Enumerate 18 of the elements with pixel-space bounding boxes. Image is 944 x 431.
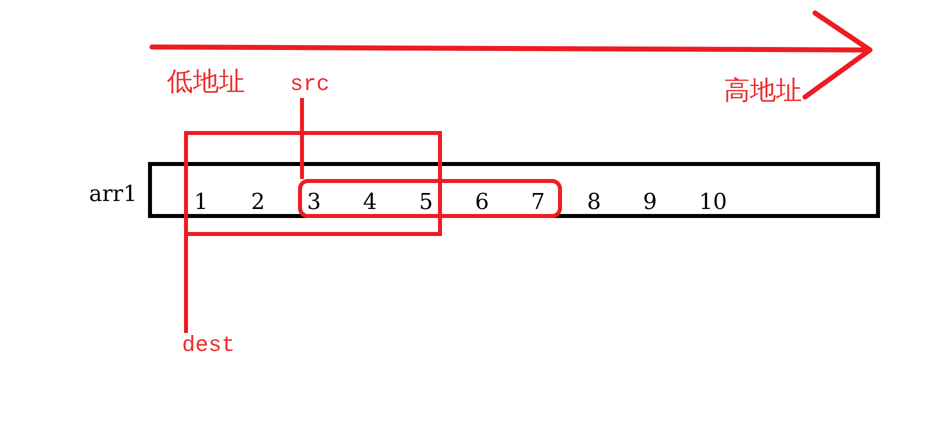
address-label: 高地址 [724,76,802,106]
leader-line [184,236,188,333]
highlight-rectangle [184,131,442,236]
leader-line [300,98,304,179]
element-value: 4 [363,190,377,216]
element-value: 2 [251,190,265,216]
element-value: 3 [307,190,321,216]
element-value: 5 [419,190,433,216]
element-value: 1 [194,190,208,216]
element-value: 6 [475,190,489,216]
array-name: arr1 [89,182,138,208]
pointer-name: src [290,72,330,98]
element-value: 9 [643,190,657,216]
element-value: 7 [531,190,545,216]
element-value: 8 [587,190,601,216]
pointer-name: dest [182,333,235,359]
address-label: 低地址 [167,67,245,97]
element-value: 10 [699,190,727,216]
